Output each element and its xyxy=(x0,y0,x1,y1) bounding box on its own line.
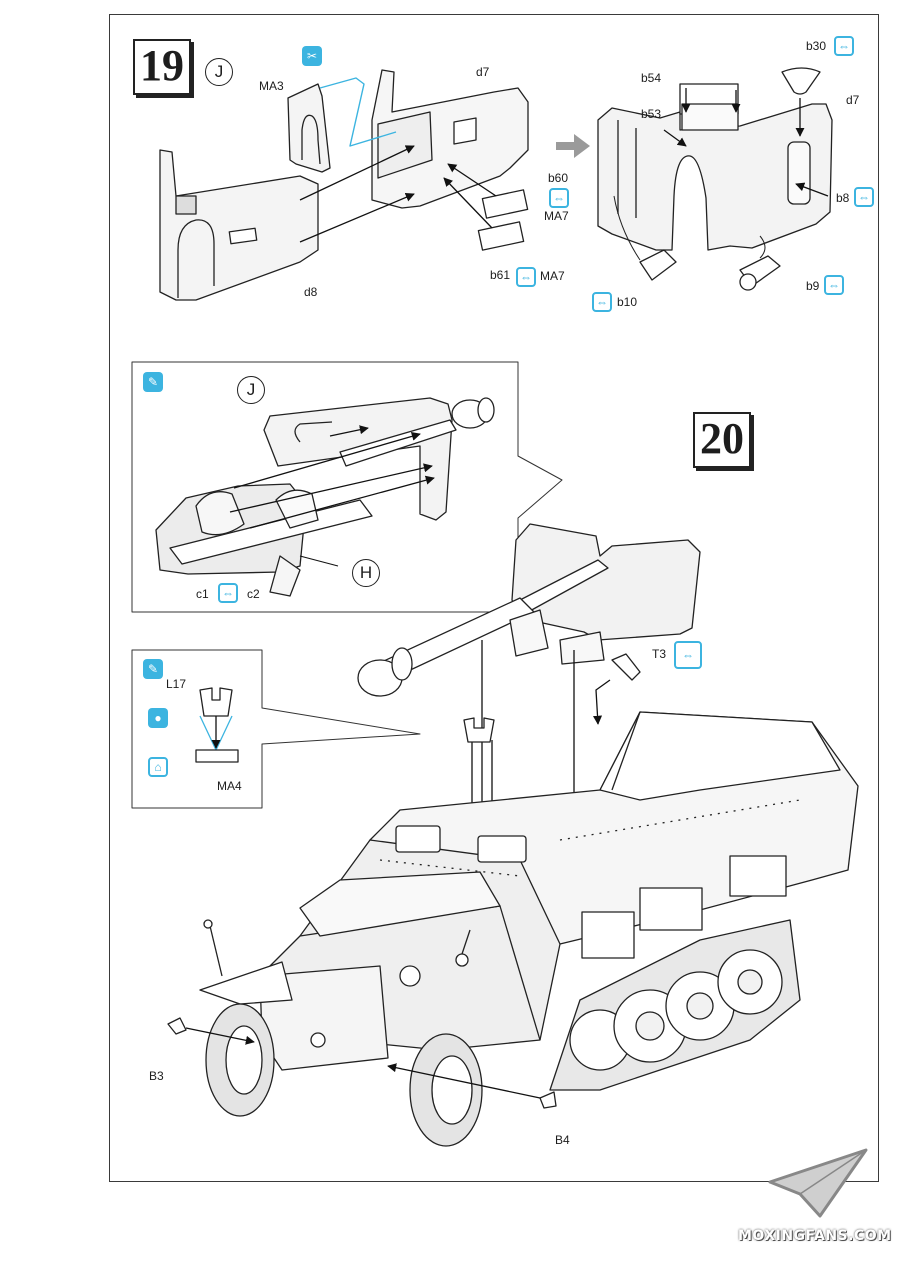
flip-over-icon: ⇔ xyxy=(592,292,612,312)
step20-gun-cradle xyxy=(357,523,701,697)
flip-over-icon: ⇔ xyxy=(218,583,238,603)
flip-over-icon: ⇔ xyxy=(516,267,536,287)
step19-right-assembly xyxy=(597,67,833,291)
label-ma3: MA3 xyxy=(259,79,284,93)
label-ma7-b: MA7 xyxy=(540,269,565,283)
label-b8: b8 xyxy=(836,191,850,205)
photo-etch-icon: ✂ xyxy=(302,46,322,66)
label-b3: B3 xyxy=(149,1069,164,1083)
flip-over-icon: ⇔ xyxy=(824,275,844,295)
subassembly-h-badge: H xyxy=(352,559,380,587)
label-t3: T3 xyxy=(652,647,667,661)
label-b30: b30 xyxy=(806,39,827,53)
subassembly-j-badge-inset: J xyxy=(237,376,265,404)
label-d8: d8 xyxy=(304,285,318,299)
subassembly-j-badge: J xyxy=(205,58,233,86)
watermark-text: MOXINGFANS.COM xyxy=(738,1228,892,1244)
flip-over-icon: ⇔ xyxy=(854,187,874,207)
part-d8-drawing xyxy=(159,149,319,301)
label-d7-right: d7 xyxy=(846,93,860,107)
fold-up-icon: ⌂ xyxy=(148,757,168,777)
step-number-19: 19 xyxy=(133,39,191,95)
part-d7-drawing xyxy=(371,69,529,209)
label-c1: c1 xyxy=(196,587,209,601)
label-b60: b60 xyxy=(548,171,569,185)
part-ma3-drawing xyxy=(287,83,331,173)
halftrack-hull-drawing xyxy=(199,711,859,1147)
paint-brush-icon: ✎ xyxy=(143,659,163,679)
label-ma7-a: MA7 xyxy=(544,209,569,223)
watermark-plane-logo xyxy=(768,1148,868,1218)
label-b9: b9 xyxy=(806,279,820,293)
label-b10: b10 xyxy=(617,295,638,309)
step-number-20: 20 xyxy=(693,412,751,468)
glue-drop-icon: ● xyxy=(148,708,168,728)
label-b4: B4 xyxy=(555,1133,570,1147)
flip-over-icon: ⇔ xyxy=(549,188,569,208)
label-c2: c2 xyxy=(247,587,260,601)
flip-over-icon: ⇔ xyxy=(674,641,702,669)
label-b61: b61 xyxy=(490,268,511,282)
flip-over-icon: ⇔ xyxy=(834,36,854,56)
label-b54: b54 xyxy=(641,71,662,85)
label-d7: d7 xyxy=(476,65,490,79)
label-b53: b53 xyxy=(641,107,662,121)
label-l17: L17 xyxy=(166,677,187,691)
gun-inset-frame xyxy=(131,361,563,613)
page-border xyxy=(109,14,879,1182)
label-ma4: MA4 xyxy=(217,779,242,793)
paint-brush-icon: ✎ xyxy=(143,372,163,392)
